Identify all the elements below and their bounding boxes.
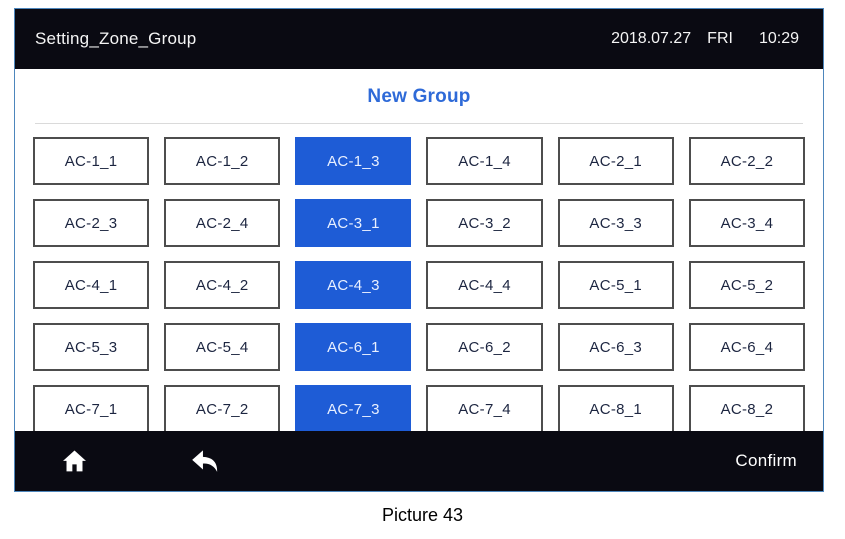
header-clock: 2018.07.27 FRI 10:29 <box>611 30 799 48</box>
ac-button[interactable]: AC-8_2 <box>688 385 805 433</box>
ac-button[interactable]: AC-3_4 <box>688 199 805 247</box>
ac-button[interactable]: AC-7_3 <box>295 385 412 433</box>
ac-button[interactable]: AC-7_1 <box>33 385 150 433</box>
ac-button[interactable]: AC-2_3 <box>33 199 150 247</box>
ac-button[interactable]: AC-2_2 <box>688 137 805 185</box>
ac-button[interactable]: AC-1_4 <box>426 137 543 185</box>
ac-button[interactable]: AC-3_2 <box>426 199 543 247</box>
content-area: New Group AC-1_1 AC-1_2 AC-1_3 AC-1_4 AC-2_1… <box>15 69 823 433</box>
device-screen: Setting_Zone_Group 2018.07.27 FRI 10:29 … <box>14 8 824 492</box>
ac-button[interactable]: AC-7_4 <box>426 385 543 433</box>
header-time: 10:29 <box>758 30 799 47</box>
ac-button[interactable]: AC-5_3 <box>33 323 150 371</box>
ac-button[interactable]: AC-1_2 <box>164 137 281 185</box>
header-bar: Setting_Zone_Group 2018.07.27 FRI 10:29 <box>15 9 823 69</box>
ac-button[interactable]: AC-5_2 <box>688 261 805 309</box>
ac-button[interactable]: AC-6_4 <box>688 323 805 371</box>
home-button[interactable] <box>61 448 88 475</box>
group-title: New Group <box>367 86 471 107</box>
ac-button[interactable]: AC-4_1 <box>33 261 150 309</box>
title-divider <box>35 123 803 124</box>
ac-button[interactable]: AC-4_2 <box>164 261 281 309</box>
ac-button[interactable]: AC-2_1 <box>557 137 674 185</box>
ac-button[interactable]: AC-8_1 <box>557 385 674 433</box>
ac-button[interactable]: AC-6_2 <box>426 323 543 371</box>
footer-bar: Confirm <box>15 431 823 491</box>
ac-button[interactable]: AC-1_3 <box>295 137 412 185</box>
page-title: Setting_Zone_Group <box>35 29 197 48</box>
ac-button[interactable]: AC-5_4 <box>164 323 281 371</box>
ac-button[interactable]: AC-3_3 <box>557 199 674 247</box>
picture-caption: Picture 43 <box>381 505 464 525</box>
ac-button[interactable]: AC-5_1 <box>557 261 674 309</box>
ac-button[interactable]: AC-7_2 <box>164 385 281 433</box>
ac-button[interactable]: AC-6_3 <box>557 323 674 371</box>
header-date: 2018.07.27 <box>611 30 692 47</box>
confirm-button[interactable]: Confirm <box>735 451 797 470</box>
ac-button[interactable]: AC-4_3 <box>295 261 412 309</box>
ac-button[interactable]: AC-1_1 <box>33 137 150 185</box>
back-button[interactable] <box>190 448 220 474</box>
home-icon <box>61 448 88 475</box>
header-day: FRI <box>707 30 733 47</box>
ac-button[interactable]: AC-6_1 <box>295 323 412 371</box>
back-arrow-icon <box>190 448 220 474</box>
ac-button[interactable]: AC-4_4 <box>426 261 543 309</box>
ac-button[interactable]: AC-2_4 <box>164 199 281 247</box>
ac-button[interactable]: AC-3_1 <box>295 199 412 247</box>
